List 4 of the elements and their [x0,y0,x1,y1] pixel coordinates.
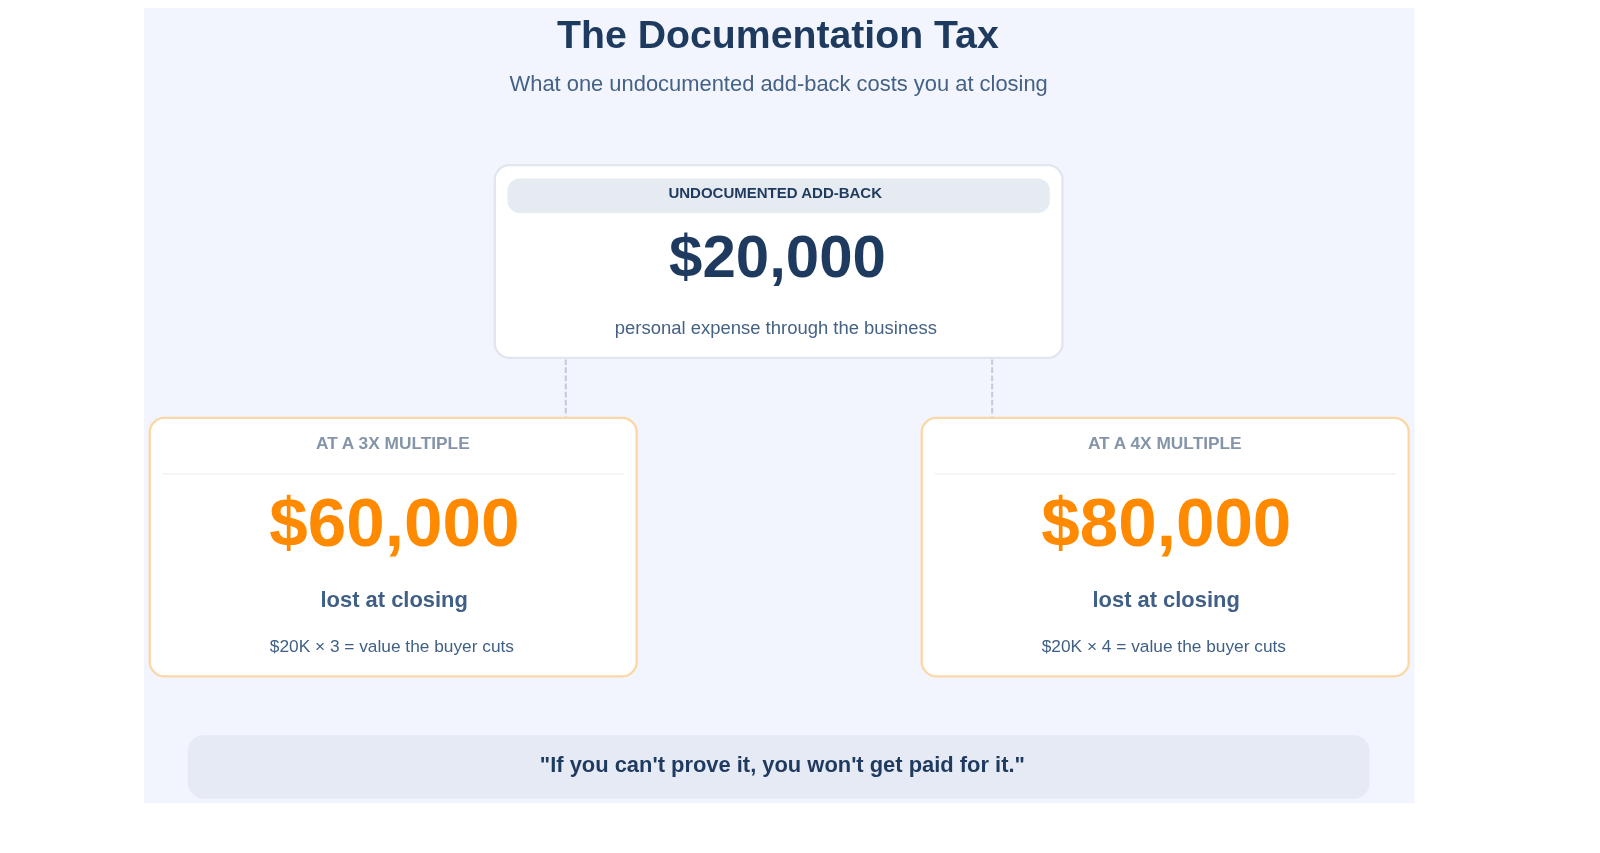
label: What one undocumented add-back costs you at closing [509,70,1048,96]
diagram-title: The Documentation Tax [557,11,999,56]
connector [991,359,994,417]
connector [564,359,567,417]
